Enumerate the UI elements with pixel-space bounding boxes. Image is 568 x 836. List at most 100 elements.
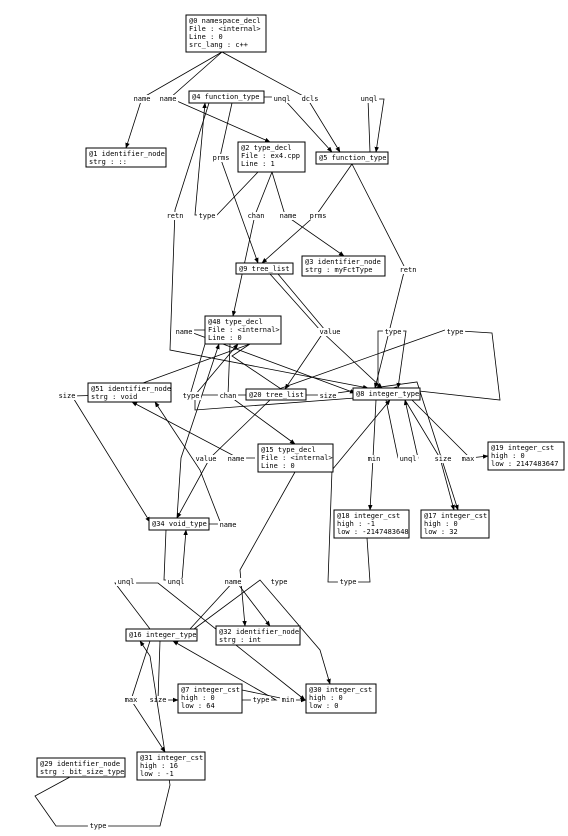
edge-n8-to-n18-min: min — [366, 399, 382, 511]
edge-n16-to-n31-max: max — [123, 640, 166, 753]
edge-label: unql — [361, 95, 378, 103]
edge-n4-to-n9-prms: prms — [210, 102, 259, 264]
node-box — [487, 441, 565, 471]
node-box — [36, 757, 126, 778]
edge-label-background — [123, 696, 139, 704]
edge-label: size — [320, 392, 337, 400]
edge-label-background — [397, 266, 419, 274]
edge-label: type — [340, 578, 357, 586]
edge-label-background — [157, 95, 179, 103]
edge-label-background — [87, 822, 109, 830]
node-n34[interactable]: @34 void_type — [148, 517, 210, 531]
edge-label: type — [199, 212, 216, 220]
edge-label: min — [282, 696, 295, 704]
node-title: @2 type_decl — [241, 144, 292, 152]
edge-n2-to-n4-type: type — [194, 102, 259, 220]
edge-label-background — [193, 455, 219, 463]
node-title: @8 integer_type — [356, 390, 419, 398]
node-box — [420, 509, 490, 539]
edge-line — [163, 529, 188, 581]
node-attribute: high : 0 — [424, 520, 458, 528]
node-attribute: Line : 1 — [241, 160, 275, 168]
node-title: @9 tree_list — [239, 265, 290, 273]
node-box — [188, 90, 265, 104]
edge-label-background — [358, 95, 380, 103]
node-box — [125, 628, 198, 642]
node-attribute: high : 16 — [140, 762, 178, 770]
edge-n5-to-n8-retn: retn — [351, 163, 419, 389]
node-attribute: Line : 0 — [189, 33, 223, 41]
edge-label: unql — [274, 95, 291, 103]
edge-label: type — [385, 328, 402, 336]
edge-label: size — [59, 392, 76, 400]
edge-label-background — [366, 455, 382, 463]
edge-n2-to-n48-chan: chan — [231, 171, 273, 317]
edge-label: max — [125, 696, 138, 704]
node-attribute: low : -1 — [140, 770, 174, 778]
edge-n0-to-n5-dcls: dcls — [221, 51, 341, 153]
edge-label-background — [217, 521, 239, 529]
edge-label: prms — [213, 154, 230, 162]
edge-n7-to-n30-min: min — [241, 689, 307, 704]
node-box — [315, 151, 389, 165]
edge-label: name — [220, 521, 237, 529]
node-attribute: low : 32 — [424, 528, 458, 536]
edge-label: min — [368, 455, 381, 463]
edge-label-background — [382, 328, 404, 336]
node-title: @17 integer_cst — [424, 512, 487, 520]
node-box — [237, 141, 306, 173]
node-box — [333, 509, 410, 539]
node-attribute: Line : 0 — [261, 462, 295, 470]
edge-n34-to-n34-unql: unql — [163, 529, 188, 586]
node-attribute: low : -2147483648 — [337, 528, 409, 536]
node-box — [204, 315, 282, 345]
edge-line — [189, 579, 331, 685]
node-n9[interactable]: @9 tree_list — [235, 262, 294, 275]
node-attribute: src_lang : c++ — [189, 41, 248, 49]
edge-n5-to-n9-prms: prms — [261, 163, 353, 264]
edge-label-background — [217, 392, 239, 400]
edge-label: type — [183, 392, 200, 400]
node-title: @34 void_type — [152, 520, 207, 528]
edge-label: max — [462, 455, 475, 463]
node-n4[interactable]: @4 function_type — [188, 90, 265, 104]
edge-n48-to-n34-size: size — [56, 343, 251, 523]
edge-label: name — [225, 578, 242, 586]
node-n8[interactable]: @8 integer_type — [352, 387, 421, 401]
edge-label-background — [337, 578, 359, 586]
edge-n34-to-n51-name: name — [154, 401, 239, 529]
edge-line — [327, 399, 391, 583]
node-title: @31 integer_cst — [140, 754, 203, 762]
node-n20[interactable]: @20 tree_list — [245, 388, 307, 401]
node-title: @48 type_decl — [208, 318, 263, 326]
node-box — [245, 388, 307, 401]
edge-line — [411, 399, 489, 459]
node-n16[interactable]: @16 integer_type — [125, 628, 198, 642]
edge-label-background — [268, 578, 290, 586]
edge-line — [176, 399, 271, 519]
node-n5[interactable]: @5 function_type — [315, 151, 389, 165]
edge-n34-to-n48-type: type — [176, 343, 220, 519]
edge-n18-to-n8-type: type — [327, 399, 391, 586]
node-attribute: File : <internal> — [208, 326, 280, 334]
node-title: @32 identifier_node — [219, 628, 299, 636]
edge-label-background — [277, 212, 299, 220]
node-title: @29 identifier_node — [40, 760, 120, 768]
